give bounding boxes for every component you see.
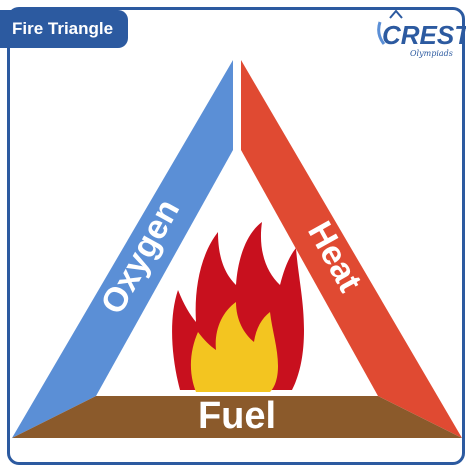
flame-inner-icon	[190, 302, 278, 392]
fuel-label: Fuel	[198, 395, 276, 437]
logo-word: CREST	[382, 20, 466, 50]
card-border	[7, 7, 465, 465]
title-tab: Fire Triangle	[0, 10, 128, 48]
oxygen-side	[12, 60, 233, 438]
fuel-base	[12, 396, 462, 438]
logo-tagline: Olympiads	[410, 49, 453, 58]
heat-side	[241, 60, 462, 438]
logo-swoosh-icon	[377, 21, 386, 45]
logo-peak-icon	[389, 10, 403, 19]
crest-logo: CREST Olympiads	[377, 10, 466, 58]
page-title: Fire Triangle	[12, 19, 114, 38]
